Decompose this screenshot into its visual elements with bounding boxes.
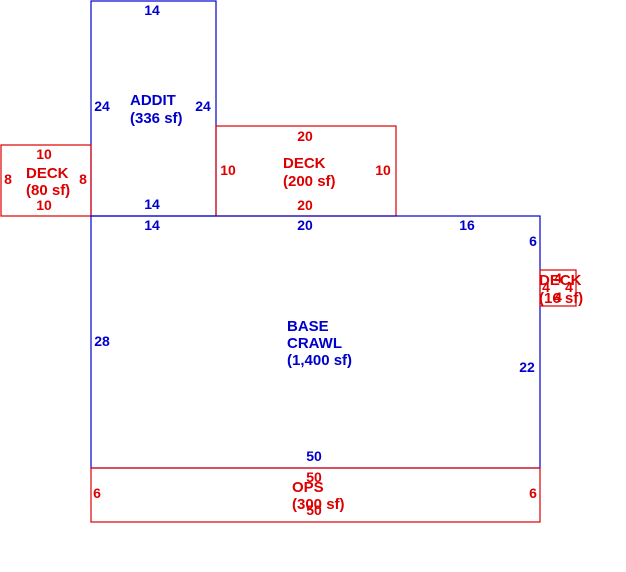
deck-mid-name: DECK bbox=[283, 155, 326, 172]
base-dim-top-mid: 20 bbox=[297, 217, 313, 233]
base-name-line2: CRAWL bbox=[287, 335, 342, 352]
base-dim-top-left: 14 bbox=[144, 217, 160, 233]
deck-right-dim-top: 4 bbox=[554, 270, 562, 286]
deck-right-area: 4 4 4 4 DECK (16 sf) bbox=[539, 269, 583, 307]
addit-area-value: (336 sf) bbox=[130, 110, 183, 127]
base-crawl-area: 14 20 16 6 28 22 50 BASE CRAWL (1,400 sf… bbox=[90, 215, 541, 469]
deck-left-area: 10 8 8 10 DECK (80 sf) bbox=[0, 144, 92, 217]
deck-right-area-value: (16 sf) bbox=[539, 290, 583, 307]
deck-left-name: DECK bbox=[26, 165, 69, 182]
ops-outline bbox=[90, 467, 541, 523]
ops-dim-bottom: 50 bbox=[306, 502, 322, 518]
addit-area: 14 24 24 14 ADDIT (336 sf) bbox=[90, 0, 217, 217]
ops-dim-left: 6 bbox=[93, 485, 101, 501]
deck-mid-area-value: (200 sf) bbox=[283, 173, 336, 190]
deck-right-dim-right: 4 bbox=[565, 279, 573, 295]
deck-right-dim-bottom: 4 bbox=[554, 289, 562, 305]
ops-name: OPS bbox=[292, 479, 324, 496]
base-dim-left: 28 bbox=[94, 333, 110, 349]
deck-left-area-value: (80 sf) bbox=[26, 182, 70, 199]
deck-right-dim-left: 4 bbox=[542, 279, 550, 295]
addit-name: ADDIT bbox=[130, 92, 176, 109]
ops-area-value: (300 sf) bbox=[292, 496, 345, 513]
deck-mid-dim-right: 10 bbox=[375, 162, 391, 178]
addit-dim-left: 24 bbox=[94, 98, 110, 114]
deck-mid-dim-top: 20 bbox=[297, 128, 313, 144]
deck-left-dim-left: 8 bbox=[4, 171, 12, 187]
addit-dim-bottom: 14 bbox=[144, 196, 160, 212]
base-dim-right: 22 bbox=[519, 359, 535, 375]
addit-dim-top: 14 bbox=[144, 2, 160, 18]
base-area-value: (1,400 sf) bbox=[287, 352, 352, 369]
deck-right-name: DECK bbox=[539, 272, 582, 289]
addit-dim-right: 24 bbox=[195, 98, 211, 114]
deck-right-outline bbox=[539, 269, 577, 307]
base-name-line1: BASE bbox=[287, 318, 329, 335]
deck-left-dim-top: 10 bbox=[36, 146, 52, 162]
ops-dim-right: 6 bbox=[529, 485, 537, 501]
ops-dim-top: 50 bbox=[306, 469, 322, 485]
deck-left-dim-bottom: 10 bbox=[36, 197, 52, 213]
deck-mid-dim-left: 10 bbox=[220, 162, 236, 178]
base-dim-right-top: 6 bbox=[529, 233, 537, 249]
ops-area: 50 6 6 50 OPS (300 sf) bbox=[90, 467, 541, 523]
deck-left-outline bbox=[0, 144, 92, 217]
deck-mid-area: 20 10 10 20 DECK (200 sf) bbox=[215, 125, 397, 217]
base-dim-top-right: 16 bbox=[459, 217, 475, 233]
deck-left-dim-right: 8 bbox=[79, 171, 87, 187]
base-dim-bottom: 50 bbox=[306, 448, 322, 464]
deck-mid-dim-bottom: 20 bbox=[297, 197, 313, 213]
